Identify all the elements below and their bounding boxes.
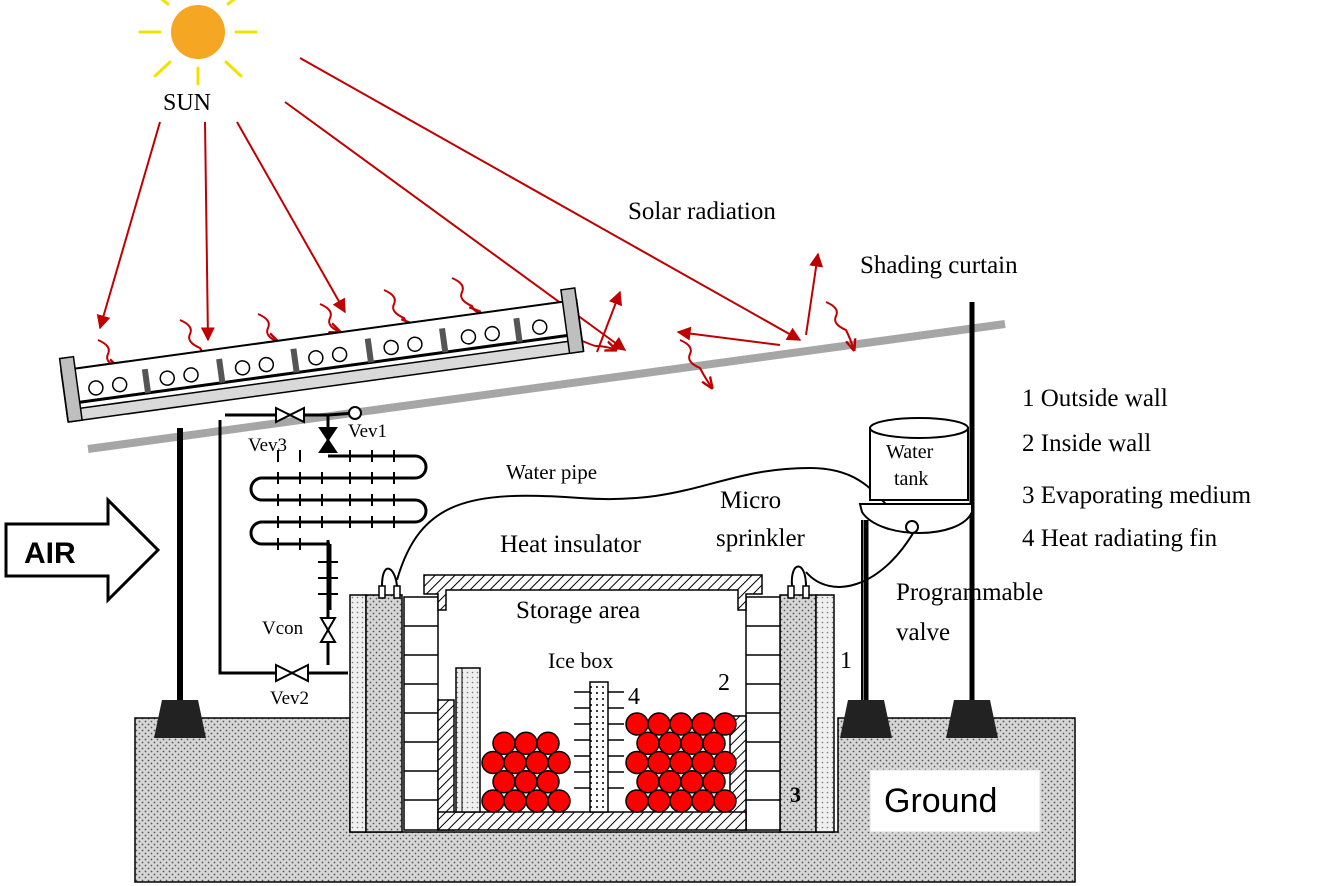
micro-sprinkler-label-2: sprinkler [716, 525, 806, 552]
water-tank-label-1: Water [886, 441, 934, 463]
water-tank [858, 417, 973, 534]
air-label: AIR [24, 537, 76, 570]
heat-insulator-label: Heat insulator [500, 531, 642, 558]
ice-ball [625, 712, 649, 736]
valve-icon-vev3 [275, 406, 305, 424]
valve-icon-vev2 [275, 663, 309, 683]
ice-ball [481, 789, 505, 813]
ice-ball [691, 750, 715, 775]
sensor-icon [348, 406, 362, 420]
ground-label: Ground [884, 782, 997, 820]
ice-ball [691, 712, 715, 736]
solar-collector-box [58, 287, 585, 423]
heat-radiating-fin [574, 681, 624, 813]
legend-item-2: 2 Inside wall [1022, 430, 1151, 457]
ice-ball [536, 770, 560, 794]
number-2-label: 2 [718, 670, 730, 696]
vev2-label: Vev2 [270, 688, 309, 709]
condenser-coil [249, 450, 428, 610]
ice-balls [481, 712, 737, 813]
ice-ball [525, 750, 549, 775]
ice-ball [713, 750, 737, 775]
ice-ball [691, 789, 715, 813]
programmable-valve-label-1: Programmable [896, 579, 1043, 606]
programmable-valve-label-2: valve [896, 619, 950, 646]
legend-item-1: 1 Outside wall [1022, 385, 1168, 412]
ice-ball [658, 731, 682, 755]
ice-ball [702, 731, 726, 755]
vev1-label: Vev1 [348, 421, 387, 442]
ice-ball [713, 712, 737, 736]
sun-label: SUN [163, 90, 211, 116]
vev3-label: Vev3 [248, 435, 287, 456]
ice-ball [536, 731, 560, 755]
ice-ball [647, 750, 671, 775]
storage-structure [349, 574, 835, 833]
solar-radiation-label: Solar radiation [628, 198, 776, 225]
ice-ball [503, 789, 527, 813]
number-4-label: 4 [628, 684, 640, 710]
ice-ball [647, 712, 671, 736]
valve-icon-vcon [319, 617, 337, 643]
ice-ball [669, 789, 693, 813]
ice-ball [514, 731, 538, 755]
arrow-right-icon [4, 496, 161, 604]
inside-wall-bricks [403, 596, 781, 831]
ice-ball [547, 750, 571, 775]
ice-ball [636, 731, 660, 755]
water-pipe-label: Water pipe [506, 460, 597, 484]
ice-ball [669, 750, 693, 775]
solar-radiation-arrows [96, 57, 854, 388]
ice-ball [636, 770, 660, 794]
number-1-label: 1 [840, 648, 852, 674]
valve-icon-vev1 [318, 427, 338, 453]
ice-ball [503, 750, 527, 775]
water-pipe [381, 466, 916, 700]
shading-curtain-label: Shading curtain [860, 252, 1018, 279]
evaporator-tubes [88, 319, 548, 396]
ice-ball [669, 712, 693, 736]
water-tank-label-2: tank [894, 468, 928, 490]
ice-ball [625, 750, 649, 775]
vcon-label: Vcon [262, 618, 304, 639]
ice-ball [647, 789, 671, 813]
legend-item-3: 3 Evaporating medium [1022, 482, 1252, 509]
left-fin [455, 667, 481, 813]
ground-block [134, 717, 1076, 883]
ice-ball [680, 731, 704, 755]
storage-area-label: Storage area [516, 597, 640, 624]
ground-label-box [869, 769, 1041, 833]
number-3-label: 3 [790, 782, 801, 807]
support-posts [154, 302, 998, 738]
ice-ball [658, 770, 682, 794]
ice-ball [702, 770, 726, 794]
ice-ball [481, 750, 505, 775]
legend-item-4: 4 Heat radiating fin [1022, 525, 1218, 552]
ice-ball [525, 789, 549, 813]
ice-ball [680, 770, 704, 794]
ice-ball [514, 770, 538, 794]
ice-ball [547, 789, 571, 813]
heat-insulator-lid [423, 574, 763, 611]
programmable-valve-icon [905, 520, 919, 534]
sun-icon [138, 0, 258, 86]
ice-ball [713, 789, 737, 813]
micro-sprinkler-label-1: Micro [720, 487, 781, 514]
ice-ball [625, 789, 649, 813]
ice-ball [492, 731, 516, 755]
text-labels: SUN Solar radiation Shading curtain AIR … [24, 90, 1252, 820]
ice-box-label: Ice box [548, 648, 613, 673]
ice-ball [492, 770, 516, 794]
